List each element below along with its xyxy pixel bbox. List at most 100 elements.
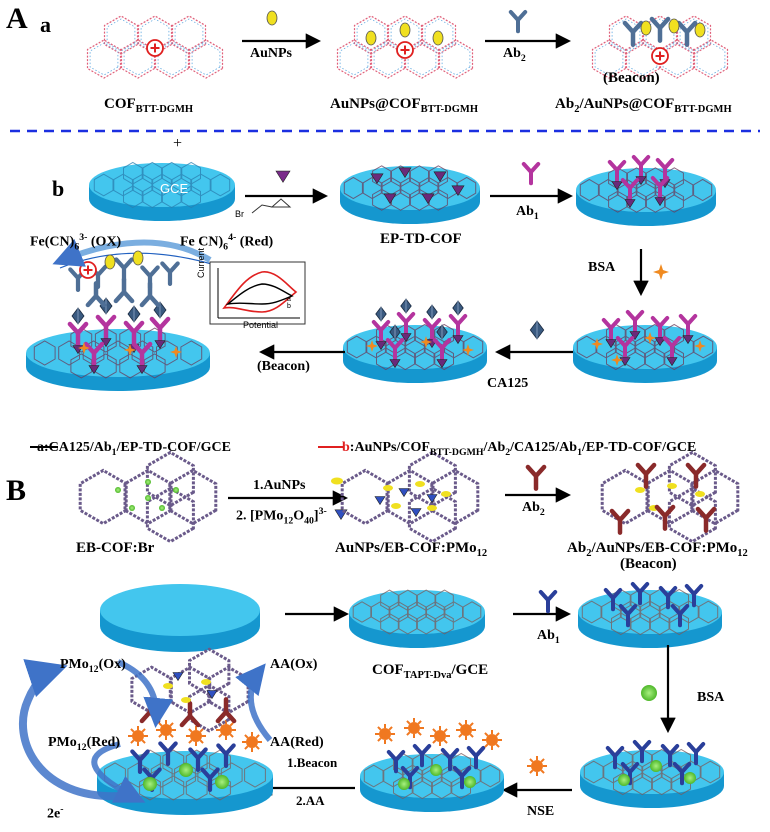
bsa-label-b: BSA [697,690,725,705]
nse-antigen-icon-core [246,736,258,748]
ab2-icon [649,16,671,43]
aunp-icon [201,679,211,685]
ab1-grid-b [581,588,719,636]
positive-charge-icon-cross [400,45,410,55]
nse-antigen-icon-core [160,724,172,736]
surface-hexagon [644,347,665,371]
aunp-reagent-icon [266,10,278,26]
ab1-icon [615,335,635,360]
ab1-icon [452,765,472,790]
nse-reagent-icon-ray [529,769,534,774]
ab1-icon [632,739,652,764]
eb-cof-hexagon [188,683,231,733]
ab1-icon-arms [200,767,220,793]
beacon-ab2-icon [179,701,201,728]
cof-hexagon [438,39,474,79]
ab1-icon-arms [130,749,150,775]
ab1-icon-arms [400,765,420,790]
eb-cof-hexagon [123,468,173,526]
bsa-icon [464,776,476,788]
nse-antigen-icon [375,724,395,744]
pmo-ox-label: PMo12(Ox) [60,657,126,675]
step-pmo-label: 2. [PMo12O40]3- [236,506,327,527]
aunp-icon [415,481,425,487]
ab1-icon-arms [678,313,698,338]
beacon-ab2-icon-arms [635,462,657,489]
ab2-reagent-label: Ab2 [503,46,526,64]
aunp-icon [668,18,680,34]
surface-hexagon [438,176,458,200]
ab1-icon [466,745,486,770]
ab1-icon-arms [686,741,706,766]
surface-hexagon [123,185,143,209]
bromide-icon [173,487,179,493]
ab1-icon-arms [216,743,236,769]
ab1-icon [605,745,625,770]
ab1-icon [630,581,650,606]
ab2-aunps-cof-label: Ab2/AuNPs@COFBTT-DGMH [555,96,732,115]
nse-antigen-icon-ray [443,739,448,744]
ab1-icon-arms [650,315,670,340]
epoxy-triangle-icon [421,193,435,204]
cof-hexagon-inner [106,18,136,52]
surface-hexagon [679,600,699,624]
cof-hexagon-inner [89,42,119,76]
cv-curve-b [222,271,298,313]
cof-hexagon-inner [441,42,471,76]
bsa-icon [143,777,157,791]
nse-label: NSE [527,804,555,819]
surface-hexagon [346,335,367,359]
nse-antigen-icon-ray [469,722,474,727]
surface-hexagon [583,760,604,784]
cof-hexagon-inner [696,42,726,76]
ab1-icon [686,741,706,766]
nse-antigen-icon-ray [406,731,411,736]
aunp-icon [635,487,645,493]
ab1-icon-arms [632,739,652,764]
ab1-icon-arms [158,741,178,767]
bsa-icon [618,774,630,786]
eb-cof-hexagon [78,468,128,526]
ab2-reagent-b-icon-arms [525,464,547,491]
panel-a-sub-b-letter: b [52,176,65,201]
ab2-icon-arms [676,20,698,47]
eb-cof-hexagon [667,450,717,508]
bsa-icon [366,340,378,352]
bromide-icon [129,505,135,511]
epoxy-triangle-icon [436,359,448,369]
surface-hexagon [627,190,647,213]
nse-reagent-icon-core [531,760,543,772]
surface-hexagon [191,173,211,197]
surface-hexagon [649,612,670,636]
surface-hexagon [579,178,599,202]
bsa-icon [650,760,662,772]
beacon-ab2-icon-arms [685,462,707,489]
eb-cof-hexagon [407,450,457,508]
cof-hexagon [336,39,372,79]
ab1-icon [650,315,670,340]
nse-antigen-icon-ray [158,722,163,727]
epoxy-triangle-icon [611,181,623,191]
nse-antigen-icon-ray [458,733,463,738]
nse-antigen-icon [128,726,148,746]
surface-hexagon [444,335,464,359]
ab1-icon-arms [607,159,627,184]
panel-a-sub-a-letter: a [40,12,51,37]
nse-antigen-icon-ray [199,739,204,744]
epoxy-triangle-icon [451,185,465,196]
ab1-icon-arms [432,337,452,362]
ab1-icon [607,159,627,184]
surface-hexagon [93,173,114,197]
ab1-label-b: Ab1 [537,628,560,646]
nse-antigen-icon [216,720,236,740]
aunp-icon [391,503,401,509]
aunp-icon [694,22,706,38]
legend-a: a:CA125/Ab1/EP-TD-COF/GCE [37,440,231,458]
aunps-at-cof-label: AuNPs@COFBTT-DGMH [330,96,478,115]
ab1-icon [149,316,171,343]
epoxy-triangle-icon [433,171,447,182]
bsa-icon [644,332,656,344]
cv-current-axis-label: Current [196,247,206,278]
surface-hexagon [220,762,243,788]
eb-cof-hexagon [340,468,390,526]
